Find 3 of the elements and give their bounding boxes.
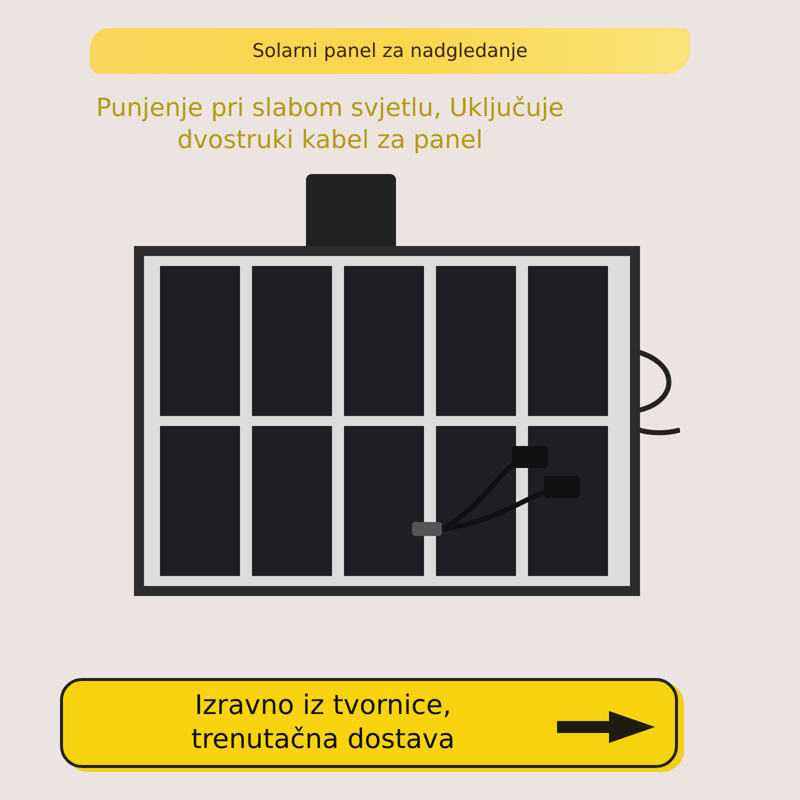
title: Solarni panel za nadgledanje: [90, 28, 690, 74]
subtitle: Punjenje pri slabom svjetlu, Uključuje dvostruki kabel za panel: [95, 92, 565, 156]
banner-text: Izravno iz tvornice, trenutačna dostava: [190, 689, 456, 757]
